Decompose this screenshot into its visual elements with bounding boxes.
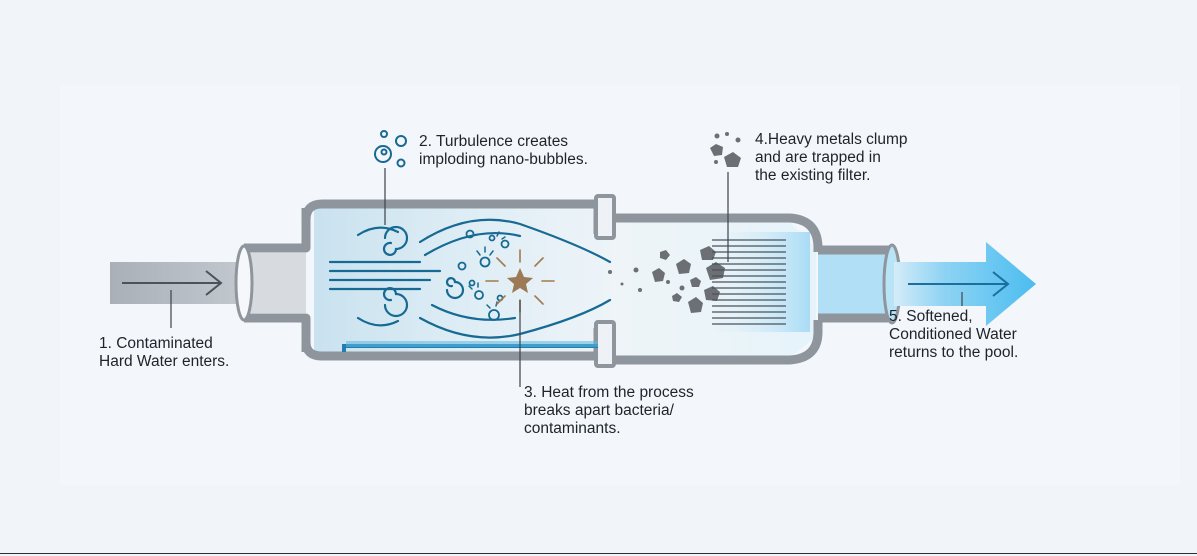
step-3-line-3: contaminants. [524,420,621,437]
bubble [488,309,500,321]
debris-clump [700,246,716,260]
step-1-line-1: 1. Contaminated [99,335,213,352]
step-4-line-3: the existing filter. [755,167,871,184]
step-2-line-2: imploding nano-bubbles. [419,151,588,168]
bubble [479,256,491,268]
rocks-icon [710,132,741,167]
bubble [468,279,476,287]
nano-bubbles [457,229,510,321]
debris-particle [608,270,612,274]
output-arrow-head [992,271,1010,297]
burst-mark [468,282,479,290]
debris-clump [688,297,703,313]
flow-line [418,218,612,264]
inlet-pipe-interior [250,253,306,313]
step-4-label: 4.Heavy metals clump and are trapped in … [755,131,907,185]
debris-particle [620,282,624,286]
inlet-collar [234,244,254,322]
chamber-interior [314,208,816,358]
swirl-arc [356,316,400,327]
debris-clump [690,277,701,287]
step-4-line-2: and are trapped in [755,149,881,166]
swirl-arc [356,226,400,237]
burst-mark [496,231,506,240]
swirl-vortex [445,277,465,300]
debris-particle [666,280,670,284]
bubble-burst-marks [468,231,506,309]
bubble [488,234,496,242]
bottom-flange [594,320,616,368]
turbulence-flow-lines [328,218,612,339]
input-flow [110,262,250,304]
step-5-line-2: Conditioned Water [889,326,1017,343]
step-5-line-3: returns to the pool. [889,344,1019,361]
step-2-line-1: 2. Turbulence creates [419,133,569,150]
outlet-pipe-interior [818,252,894,316]
chamber-top-wall [301,199,603,234]
filter-grid [712,239,786,325]
flow-line [430,303,517,321]
bubble [465,229,475,239]
heat-star [507,268,533,293]
bubble [457,261,467,271]
step-3-line-1: 3. Heat from the process [524,384,694,401]
filter-bottom-wall [614,320,823,365]
bubble [500,239,510,249]
step-2-label: 2. Turbulence creates imploding nano-bub… [419,133,588,169]
step-3-line-2: breaks apart bacteria/ [524,402,674,419]
debris-particle [638,288,642,292]
debris-clump [652,268,665,282]
swirl-vortex [382,287,409,318]
step-5-label: 5. Softened, Conditioned Water returns t… [889,308,1018,362]
step-5-line-1: 5. Softened, [889,308,973,325]
debris-particle [679,285,685,291]
bottom-channel [346,341,598,347]
debris-particle [633,267,639,273]
callout-leader-lines [170,168,963,387]
step-1-label: 1. Contaminated Hard Water enters. [99,335,229,371]
step-3-label: 3. Heat from the process breaks apart ba… [524,384,694,438]
debris-clump [672,293,682,302]
chamber-bottom-wall [301,328,603,361]
burst-mark [476,246,494,256]
bottom-edge-rule [0,553,1197,554]
debris-clump [676,259,691,274]
swirl-vortex [382,225,409,256]
step-1-line-2: Hard Water enters. [99,353,230,370]
top-flange [594,194,616,240]
bubbles-icon [374,130,407,168]
bubble [474,290,484,300]
debris-clump [660,250,670,260]
inlet-pipe-bottom [244,313,311,352]
output-flow [894,242,1036,326]
input-arrow-head [205,270,223,296]
step-4-line-1: 4.Heavy metals clump [755,131,908,148]
inlet-pipe-top [244,208,311,253]
